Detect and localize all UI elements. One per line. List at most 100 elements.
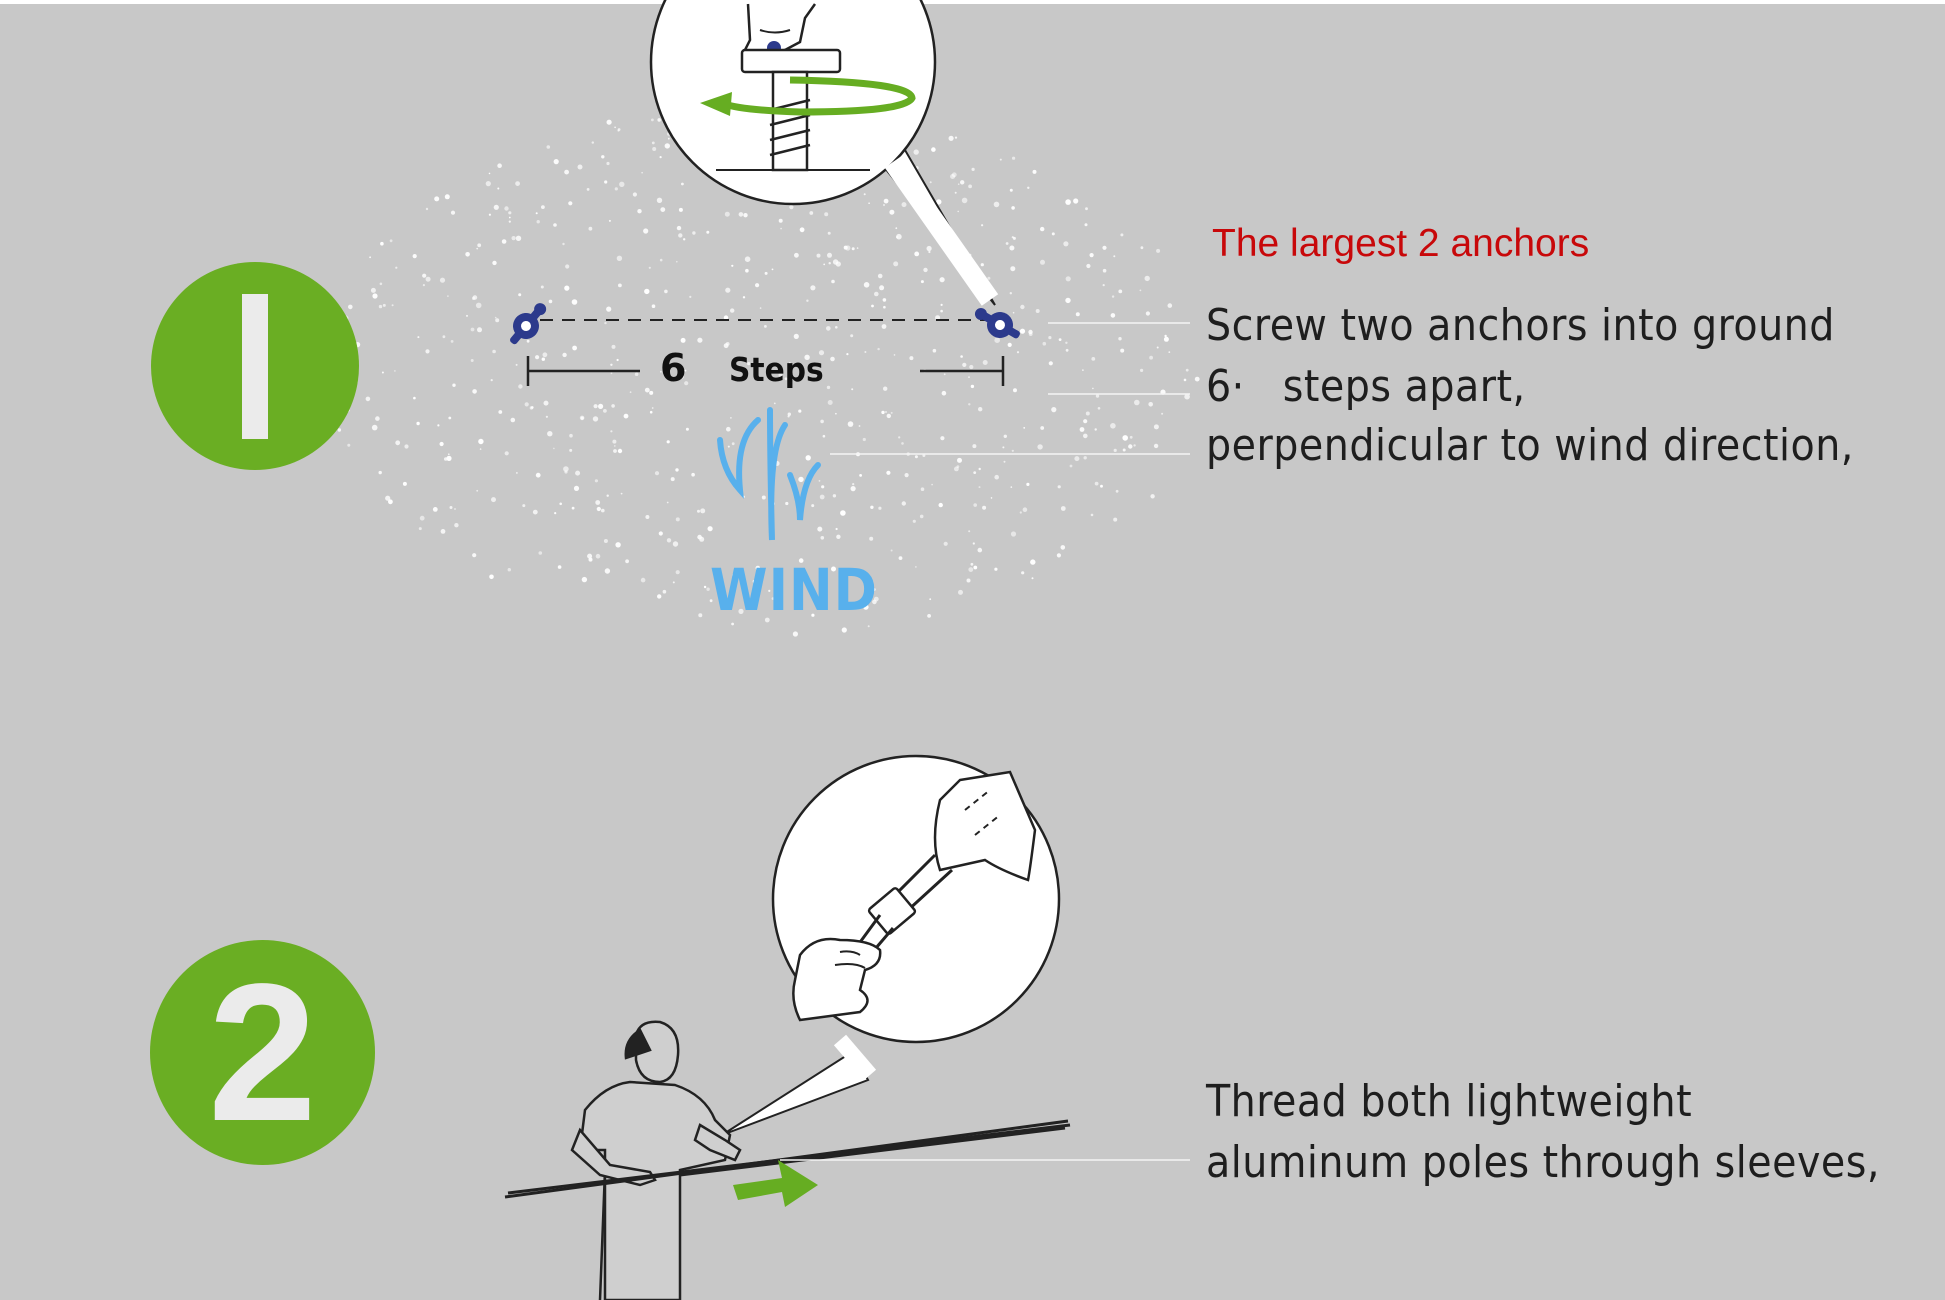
speckle (874, 291, 879, 297)
speckle (637, 209, 642, 214)
pole-zoom-callout (721, 754, 1061, 1136)
speckle (651, 141, 655, 145)
speckle (843, 245, 848, 250)
speckle (966, 578, 971, 583)
speckle (1140, 246, 1144, 250)
speckle (885, 411, 887, 413)
speckle (440, 529, 446, 534)
speckle (1065, 348, 1069, 352)
speckle (1194, 376, 1200, 382)
speckle (491, 497, 496, 503)
speckle (893, 354, 896, 356)
speckle (890, 411, 893, 414)
speckle (416, 421, 420, 426)
leader-lines-1 (830, 322, 1190, 455)
speckle (912, 519, 916, 523)
speckle (864, 351, 867, 353)
speckle (950, 174, 956, 179)
instruction-line: Thread both lightweight (1206, 1076, 1693, 1127)
speckle (1016, 351, 1020, 354)
speckle (850, 486, 856, 492)
speckle (1122, 435, 1128, 441)
speckle (836, 534, 841, 539)
speckle (571, 299, 578, 305)
speckle (816, 253, 821, 258)
speckle (634, 372, 639, 377)
speckle (1167, 303, 1173, 308)
speckle (732, 573, 736, 577)
instruction-line: Screw two anchors into ground (1206, 300, 1835, 351)
speckle (545, 415, 549, 418)
speckle (778, 218, 783, 223)
speckle (1056, 553, 1061, 558)
speckle (389, 239, 393, 243)
speckle (1086, 263, 1091, 269)
speckle (465, 252, 470, 257)
speckle (971, 167, 975, 171)
speckle (681, 182, 684, 186)
speckle (804, 354, 810, 360)
speckle (820, 419, 824, 424)
speckle (882, 203, 886, 207)
speckle (610, 430, 613, 433)
speckle (1133, 444, 1136, 447)
speckle (488, 172, 491, 175)
speckle (678, 207, 683, 212)
speckle (1019, 511, 1022, 514)
speckle (657, 118, 661, 122)
speckle (886, 470, 891, 475)
speckle (973, 471, 977, 474)
speckle (940, 309, 943, 313)
speckle (380, 241, 384, 246)
speckle (466, 314, 468, 317)
speckle (508, 211, 512, 215)
speckle (511, 236, 516, 241)
speckle (798, 558, 804, 563)
speckle (543, 400, 549, 406)
speckle (957, 457, 962, 463)
speckle (725, 342, 730, 346)
speckle (1048, 361, 1053, 366)
speckle (546, 145, 551, 149)
speckle (542, 352, 548, 358)
speckle (1183, 378, 1187, 382)
speckle (1063, 241, 1069, 247)
speckle (683, 238, 686, 241)
speckle (871, 304, 874, 308)
speckle (447, 295, 449, 297)
speckle (882, 298, 887, 302)
speckle (497, 187, 500, 190)
speckle (755, 283, 760, 288)
speckle (606, 306, 612, 312)
speckle (1013, 388, 1017, 393)
speckle (413, 396, 416, 400)
speckle (1168, 351, 1171, 353)
speckle (981, 224, 984, 227)
speckle (810, 285, 816, 291)
speckle (817, 526, 823, 532)
speckle (785, 501, 789, 506)
speckle (1007, 342, 1012, 347)
speckle (540, 285, 544, 289)
speckle (707, 526, 713, 532)
speckle (547, 431, 553, 437)
speckle (477, 243, 482, 248)
speckle (1023, 427, 1026, 429)
speckle (1009, 245, 1015, 251)
speckle (1094, 481, 1099, 486)
speckle (1094, 428, 1097, 431)
speckle (448, 416, 452, 420)
speckle (811, 504, 815, 508)
speckle (822, 434, 826, 438)
speckle (1010, 531, 1017, 537)
speckle (370, 287, 376, 293)
speckle (595, 500, 601, 505)
speckle (379, 282, 383, 286)
speckle (1040, 259, 1045, 265)
speckle (652, 147, 657, 151)
speckle (516, 472, 518, 474)
speckle (709, 599, 713, 603)
anchor-highlight: The largest 2 anchors (1212, 222, 1590, 265)
speckle (651, 407, 654, 409)
